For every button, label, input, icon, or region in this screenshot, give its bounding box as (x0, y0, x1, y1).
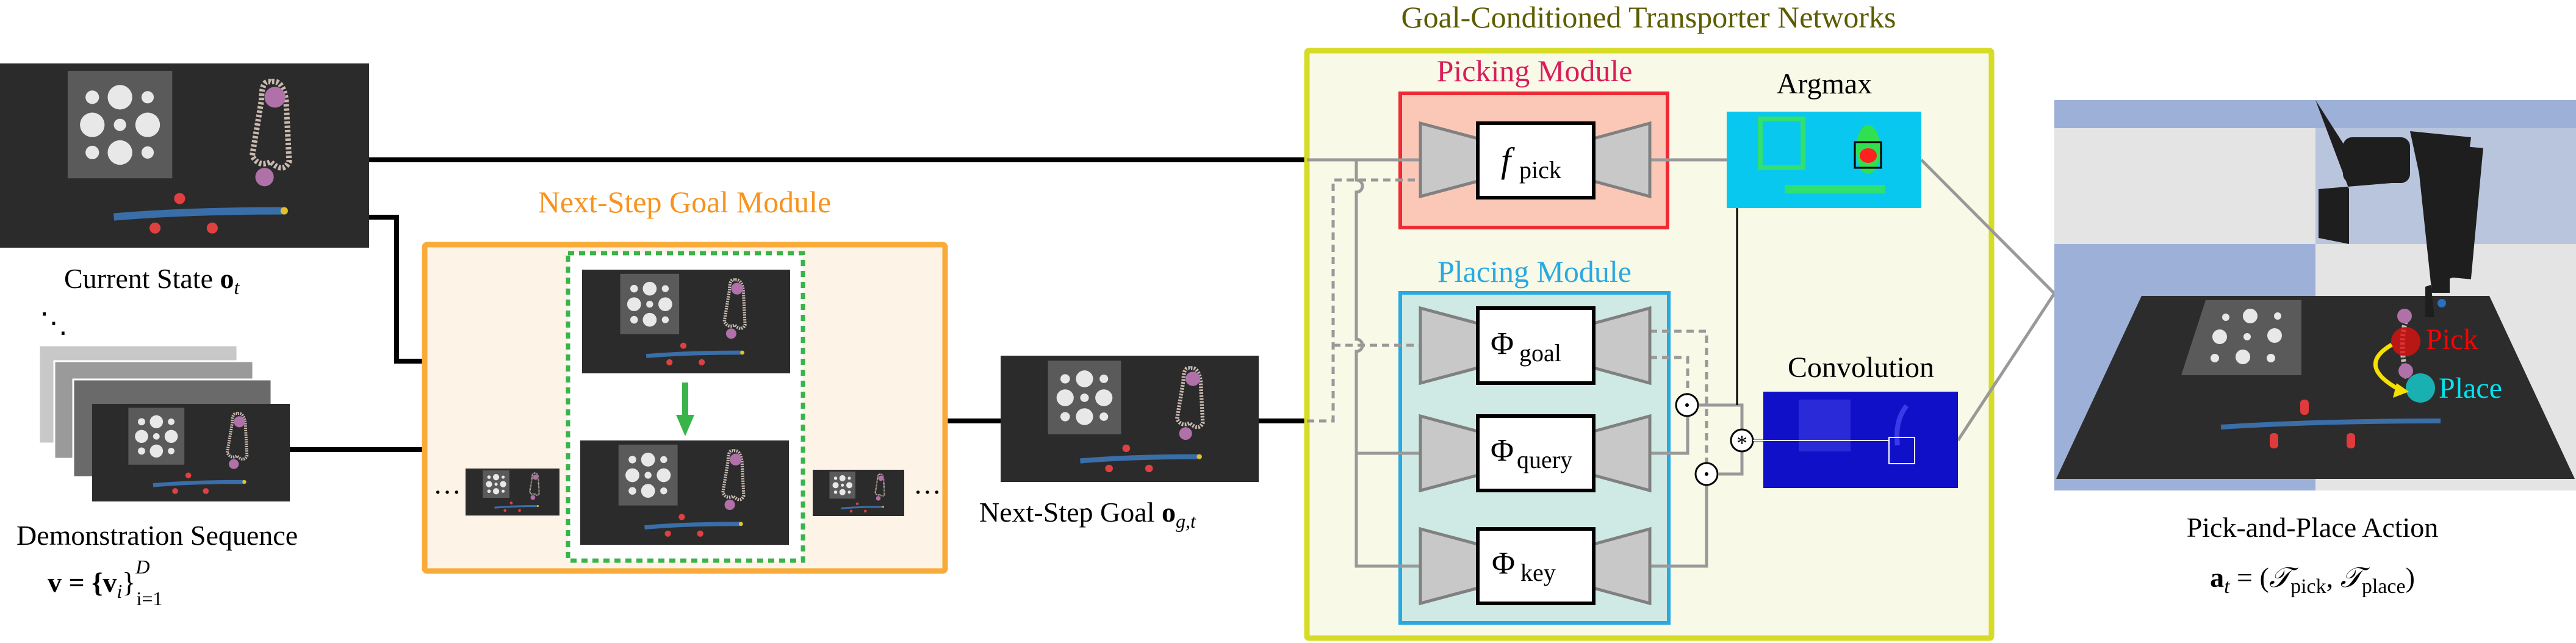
svg-text:goal: goal (1519, 339, 1561, 367)
demonstration-caption: Demonstration Sequence (16, 520, 298, 551)
vdots: ⋱ (40, 307, 68, 339)
phi-key-network: Φ key (1419, 526, 1652, 606)
demo-frame-prev (466, 469, 559, 515)
convolution-op: * (1730, 428, 1754, 455)
action-formula: at = (𝒯pick, 𝒯place) (2210, 562, 2415, 598)
robot-scene-image: Pick Place (2054, 100, 2576, 490)
convolution-label: Convolution (1788, 351, 1934, 384)
svg-text:*: * (1736, 431, 1747, 455)
pick-marker-label: Pick (2426, 323, 2478, 356)
svg-text:query: query (1517, 446, 1572, 473)
demonstration-stack (38, 344, 290, 501)
dot-product-op-2 (1694, 462, 1719, 486)
next-step-goal-image (1001, 356, 1259, 482)
demo-frame-current (582, 270, 790, 373)
picking-module-title: Picking Module (1437, 54, 1633, 88)
svg-text:Φ: Φ (1491, 433, 1514, 468)
ellipsis-right: ··· (913, 476, 941, 508)
gctn-title: Goal-Conditioned Transporter Networks (1401, 0, 1896, 34)
svg-text:Φ: Φ (1491, 326, 1514, 361)
ellipsis-left: ··· (433, 476, 461, 508)
current-state-caption: Current State ot (64, 263, 240, 298)
svg-text:key: key (1520, 559, 1556, 586)
next-step-module-title: Next-Step Goal Module (538, 185, 831, 219)
f-pick-network: f pick (1419, 121, 1652, 199)
svg-text:pick: pick (1519, 156, 1561, 184)
demo-frame-later (813, 470, 904, 516)
green-down-arrow-icon (676, 383, 694, 436)
demo-frame-next (580, 440, 789, 545)
current-state-image (0, 63, 369, 248)
place-marker-label: Place (2439, 372, 2502, 404)
current-state-to-goal-module (369, 215, 423, 364)
phi-goal-network: Φ goal (1419, 306, 1652, 386)
phi-query-network: Φ query (1419, 414, 1652, 493)
argmax-label: Argmax (1777, 68, 1872, 100)
argmax-heatmap (1727, 112, 1921, 208)
placing-module-title: Placing Module (1437, 254, 1632, 289)
dot-product-op-1 (1675, 393, 1699, 417)
action-caption: Pick-and-Place Action (2187, 512, 2439, 543)
svg-text:Φ: Φ (1492, 546, 1515, 581)
next-step-goal-caption: Next-Step Goal og,t (979, 497, 1196, 532)
convolution-heatmap (1753, 392, 1958, 488)
